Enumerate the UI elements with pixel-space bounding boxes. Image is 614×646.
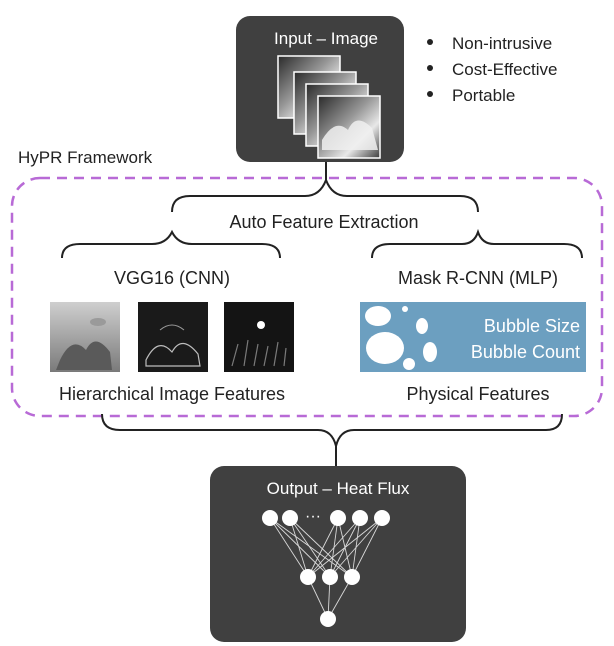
bubble-panel: Bubble Size Bubble Count	[360, 302, 586, 372]
framework-label: HyPR Framework	[18, 148, 153, 167]
network-hidden-node	[300, 569, 316, 585]
bullet-dot	[427, 39, 433, 45]
network-input-node	[282, 510, 298, 526]
network-hidden-node	[322, 569, 338, 585]
vgg-map-3-streaks	[231, 339, 287, 367]
mask-rcnn-branch-brace	[371, 228, 583, 259]
network-output-node	[320, 611, 336, 627]
vgg-branch-brace	[61, 229, 281, 259]
bubble-shape	[366, 332, 404, 364]
network-connection	[307, 517, 361, 578]
output-box-title: Output – Heat Flux	[267, 479, 410, 498]
input-bullet-list: Non-intrusive Cost-Effective Portable	[427, 34, 558, 105]
network-hidden-node	[344, 569, 360, 585]
network-connection	[307, 517, 339, 578]
bullet-dot	[427, 91, 433, 97]
bullet-portable: Portable	[452, 86, 515, 105]
vgg-map-1-bubble	[90, 318, 106, 326]
bubble-size-label: Bubble Size	[484, 316, 580, 336]
merge-brace	[101, 413, 563, 447]
mask-rcnn-title: Mask R-CNN (MLP)	[398, 268, 558, 288]
vgg-map-2-edges	[145, 342, 201, 367]
auto-feature-extraction-label: Auto Feature Extraction	[229, 212, 418, 232]
network-connection	[269, 517, 309, 578]
network-connection	[351, 517, 383, 578]
vgg-feature-map-3	[224, 302, 294, 372]
network-ellipsis: ···	[305, 508, 321, 525]
bullet-non-intrusive: Non-intrusive	[452, 34, 552, 53]
output-box-background	[210, 466, 466, 642]
bullet-dot	[427, 65, 433, 71]
bullet-cost-effective: Cost-Effective	[452, 60, 558, 79]
hierarchical-features-caption: Hierarchical Image Features	[59, 384, 285, 404]
physical-features-caption: Physical Features	[406, 384, 549, 404]
network-connection	[289, 517, 331, 578]
input-box: Input – Image	[236, 16, 404, 162]
input-image-bubble-shape	[322, 120, 378, 150]
network-connection	[289, 517, 353, 578]
vgg-feature-maps	[50, 302, 294, 372]
vgg-map-3-bubble	[257, 321, 265, 329]
network-input-node	[374, 510, 390, 526]
vgg-map-1-texture	[56, 341, 112, 370]
network-input-node	[352, 510, 368, 526]
network-connection	[327, 576, 353, 620]
framework-dashed-container	[10, 176, 604, 418]
network-input-node	[262, 510, 278, 526]
vgg-map-2-edge-arc	[159, 324, 185, 331]
network-connection	[289, 517, 309, 578]
output-box: Output – Heat Flux ···	[210, 466, 466, 642]
neural-network-icon	[262, 510, 390, 627]
bubble-shape	[402, 306, 408, 312]
bubble-shape	[365, 306, 391, 326]
bubble-shape	[403, 358, 415, 370]
vgg-feature-map-2	[138, 302, 208, 372]
bubble-shape	[416, 318, 428, 334]
network-input-node	[330, 510, 346, 526]
vgg16-title: VGG16 (CNN)	[114, 268, 230, 288]
input-box-title: Input – Image	[274, 29, 378, 48]
input-image-stack	[277, 55, 381, 159]
bubble-count-label: Bubble Count	[471, 342, 580, 362]
network-connection	[329, 517, 383, 578]
bubble-shape	[423, 342, 437, 362]
network-connection	[307, 517, 383, 578]
auto-feature-brace	[171, 177, 479, 213]
